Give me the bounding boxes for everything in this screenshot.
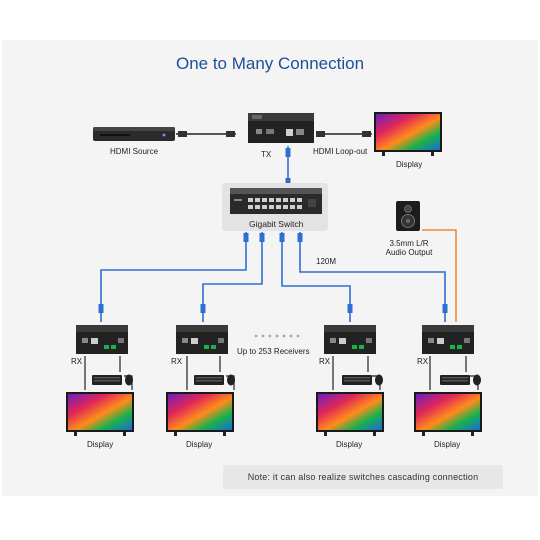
display-label: Display [87,440,114,449]
rx-label: RX [417,357,429,366]
page-title: One to Many Connection [175,54,365,73]
display-label: Display [336,440,363,449]
hdmi-extender-rx-icon [76,325,128,354]
hdmi-extender-tx-icon [248,113,314,143]
audio-output-label: 3.5mm L/R Audio Output [376,239,442,257]
mouse-icon [375,374,383,386]
network-switch-icon [230,188,322,214]
audio-output-line1: 3.5mm L/R [389,239,429,248]
hdmi-cable-source [176,131,236,137]
mouse-icon [227,374,235,386]
rx-label: RX [171,357,183,366]
blu-ray-player-icon [93,127,175,141]
tv-display-icon [66,392,134,436]
tv-display-icon [414,392,482,436]
keyboard-icon [440,375,470,385]
keyboard-icon [92,375,122,385]
audio-output-line2: Audio Output [385,248,433,257]
note-text: Note: it can also realize switches casca… [247,472,479,482]
mouse-icon [473,374,481,386]
hdmi-cable-loop-out [316,131,372,137]
audio-cable [422,229,457,322]
keyboard-icon [342,375,372,385]
mouse-icon [125,374,133,386]
tv-display-icon [374,112,442,156]
rx-label: RX [319,357,331,366]
distance-label: 120M [316,257,337,266]
hdmi-extender-rx-icon [324,325,376,354]
tx-label: TX [261,150,272,159]
network-cable-tx-switch [285,146,291,190]
hdmi-extender-rx-icon [422,325,474,354]
keyboard-icon [194,375,224,385]
speaker-icon [396,201,420,231]
display-label: Display [434,440,461,449]
hdmi-loop-out-label: HDMI Loop-out [313,147,368,156]
note-box: Note: it can also realize switches casca… [223,465,503,489]
tv-display-icon [316,392,384,436]
gigabit-switch-label: Gigabit Switch [249,219,304,229]
display-top-label: Display [396,160,423,169]
display-label: Display [186,440,213,449]
hdmi-source-label: HDMI Source [110,147,159,156]
rx-label: RX [71,357,83,366]
tv-display-icon [166,392,234,436]
hdmi-extender-rx-icon [176,325,228,354]
receivers-count-label: Up to 253 Receivers [237,347,310,356]
more-receivers-dots [254,334,300,338]
